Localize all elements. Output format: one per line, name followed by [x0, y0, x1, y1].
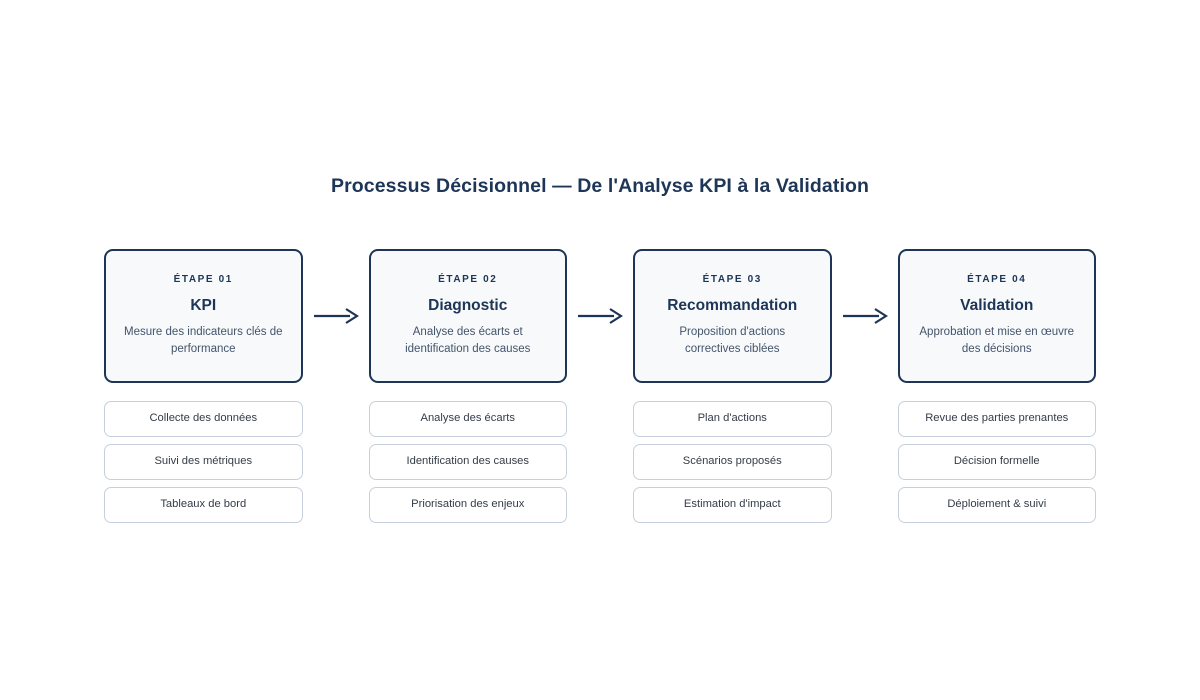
step-card-4[interactable]: ÉTAPE 04 Validation Approbation et mise … [897, 249, 1096, 383]
step-title: Diagnostic [428, 297, 508, 314]
step-description: Mesure des indicateurs clés de performan… [123, 326, 283, 356]
step-card-2[interactable]: ÉTAPE 02 Diagnostic Analyse des écarts e… [368, 249, 567, 383]
list-item[interactable]: Suivi des métriques [104, 444, 303, 480]
list-item[interactable]: Revue des parties prenantes [897, 401, 1096, 437]
list-item[interactable]: Déploiement & suivi [897, 487, 1096, 523]
process-flow-row: ÉTAPE 01 KPI Mesure des indicateurs clés… [104, 249, 1096, 384]
arrow-right-icon [313, 306, 359, 326]
step-description: Proposition d'actions correctives ciblée… [679, 326, 786, 356]
step-card-3[interactable]: ÉTAPE 03 Recommandation Proposition d'ac… [633, 249, 832, 383]
list-item[interactable]: Scénarios proposés [633, 444, 832, 480]
list-item[interactable]: Priorisation des enjeux [368, 487, 567, 523]
step-eyebrow: ÉTAPE 03 [702, 274, 762, 285]
list-item[interactable]: Analyse des écarts [368, 401, 567, 437]
list-item[interactable]: Tableaux de bord [104, 487, 303, 523]
step-description: Approbation et mise en œuvre des décisio… [919, 326, 1075, 356]
step-title: Validation [960, 297, 1034, 314]
list-item[interactable]: Identification des causes [368, 444, 567, 480]
sub-items-column-1: Collecte des données Suivi des métriques… [104, 401, 303, 523]
list-item[interactable]: Collecte des données [104, 401, 303, 437]
arrow-slot-3-4 [832, 249, 898, 383]
column-gap [567, 401, 633, 523]
step-eyebrow: ÉTAPE 04 [967, 274, 1027, 285]
sub-items-column-4: Revue des parties prenantes Décision for… [897, 401, 1096, 523]
step-card-1[interactable]: ÉTAPE 01 KPI Mesure des indicateurs clés… [104, 249, 303, 383]
sub-items-column-3: Plan d'actions Scénarios proposés Estima… [633, 401, 832, 523]
arrow-slot-2-3 [567, 249, 633, 383]
step-title: Recommandation [667, 297, 798, 314]
page-title: Processus Décisionnel — De l'Analyse KPI… [330, 175, 870, 197]
arrow-slot-1-2 [303, 249, 369, 383]
list-item[interactable]: Estimation d'impact [633, 487, 832, 523]
step-eyebrow: ÉTAPE 01 [173, 274, 233, 285]
arrow-right-icon [577, 306, 623, 326]
step-eyebrow: ÉTAPE 02 [438, 274, 498, 285]
sub-items-row: Collecte des données Suivi des métriques… [104, 401, 1096, 523]
column-gap [303, 401, 369, 523]
step-title: KPI [190, 297, 217, 314]
arrow-right-icon [842, 306, 888, 326]
list-item[interactable]: Plan d'actions [633, 401, 832, 437]
step-description: Analyse des écarts et identification des… [405, 326, 531, 356]
list-item[interactable]: Décision formelle [897, 444, 1096, 480]
sub-items-column-2: Analyse des écarts Identification des ca… [368, 401, 567, 523]
column-gap [832, 401, 898, 523]
